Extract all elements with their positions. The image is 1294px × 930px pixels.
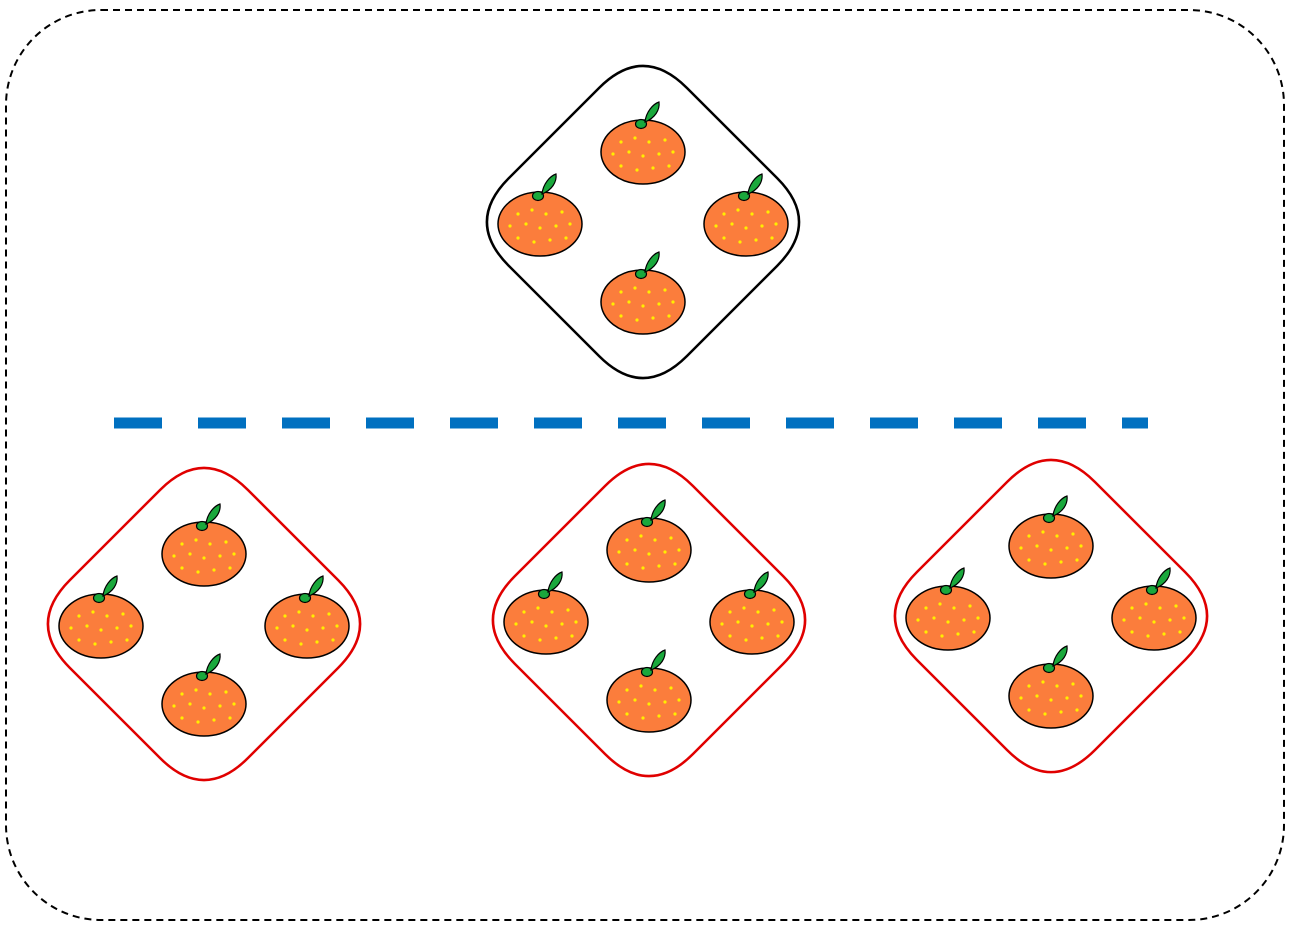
bottom-group-1 <box>46 466 362 782</box>
orange-icon <box>161 653 247 737</box>
orange-icon <box>58 575 144 659</box>
orange-icon <box>497 173 583 257</box>
orange-icon <box>606 649 692 733</box>
top-group <box>485 64 801 380</box>
orange-icon <box>503 571 589 655</box>
orange-icon <box>606 499 692 583</box>
bottom-group-2-border <box>491 462 807 778</box>
bottom-group-3-border <box>893 458 1209 774</box>
orange-icon <box>1111 567 1197 651</box>
bottom-group-2 <box>491 462 807 778</box>
orange-icon <box>1008 645 1094 729</box>
orange-icon <box>703 173 789 257</box>
top-group-border <box>485 64 801 380</box>
orange-icon <box>709 571 795 655</box>
groups-layer <box>46 64 1209 782</box>
orange-icon <box>905 567 991 651</box>
orange-icon <box>600 251 686 335</box>
orange-icon <box>600 101 686 185</box>
bottom-group-1-border <box>46 466 362 782</box>
orange-icon <box>161 503 247 587</box>
orange-icon <box>264 575 350 659</box>
outer-frame <box>5 9 1285 921</box>
orange-icon <box>1008 495 1094 579</box>
bottom-group-3 <box>893 458 1209 774</box>
